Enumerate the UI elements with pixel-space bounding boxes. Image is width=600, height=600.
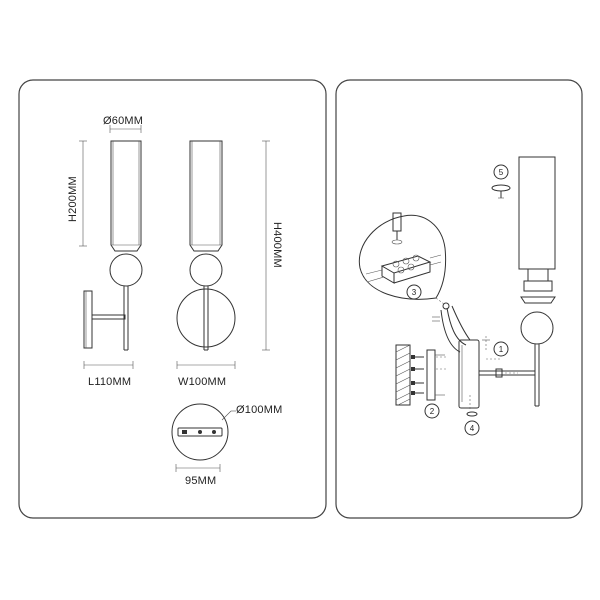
diameter-base-label: Ø100MM	[236, 404, 282, 416]
assembly-arrows	[469, 336, 518, 410]
step-markers: 1 2 3 4 5	[406, 164, 509, 436]
wall-screws	[411, 355, 446, 395]
step-1-marker: 1	[493, 341, 509, 357]
terminal-block-detail	[358, 212, 447, 305]
base-mount-label: 95MM	[185, 475, 216, 487]
step-3-marker: 3	[406, 284, 422, 300]
lamp-front-view	[176, 140, 236, 351]
wires	[432, 302, 471, 353]
step-5-marker: 5	[493, 164, 509, 180]
svg-text:5: 5	[499, 168, 504, 177]
wall-section	[395, 344, 411, 406]
height-shade-label: H200MM	[67, 176, 79, 222]
dimension-base-mount: 95MM	[175, 464, 221, 487]
nut-icon	[466, 411, 478, 417]
width-label: W100MM	[178, 376, 226, 388]
dimension-height-shade: H200MM	[67, 140, 87, 247]
lamp-canopy	[458, 339, 505, 409]
step-2-marker: 2	[424, 403, 440, 419]
mounting-bracket	[426, 349, 445, 401]
svg-text:2: 2	[430, 407, 435, 416]
bulb-icon	[491, 184, 511, 199]
installation-panel	[335, 79, 583, 519]
svg-text:1: 1	[499, 345, 504, 354]
step-4-marker: 4	[464, 420, 480, 436]
svg-text:3: 3	[412, 288, 417, 297]
dimension-width: W100MM	[176, 361, 236, 388]
lamp-side-view	[83, 140, 143, 351]
svg-text:4: 4	[470, 424, 475, 433]
dimension-length: L110MM	[83, 361, 134, 388]
dimensions-panel	[18, 79, 327, 519]
length-label: L110MM	[88, 376, 131, 388]
height-total-label: H400MM	[271, 222, 283, 268]
diameter-top-label: Ø60MM	[103, 115, 143, 127]
dimension-height-total: H400MM	[262, 140, 283, 351]
base-plate-top-view: Ø100MM	[171, 403, 282, 461]
dimension-diameter-top: Ø60MM	[103, 115, 143, 133]
lamp-assembled	[505, 156, 556, 407]
